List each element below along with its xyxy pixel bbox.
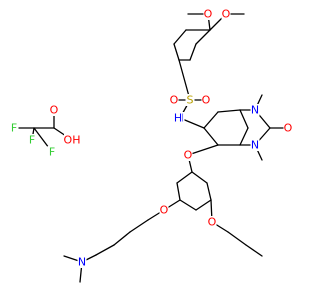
bond-A2-A3 bbox=[176, 182, 181, 201]
atom-label-O8: O bbox=[208, 216, 217, 229]
bond-B4-B5 bbox=[239, 127, 249, 146]
atom-label-N4: N bbox=[78, 256, 86, 269]
atom-label-bg bbox=[9, 122, 19, 134]
atom-label-F2: F bbox=[29, 134, 35, 147]
atom-label-bg bbox=[49, 104, 59, 116]
bond-A3-A4 bbox=[179, 199, 197, 211]
bond-B2-B3 bbox=[217, 109, 241, 113]
atom-label-F3: F bbox=[49, 146, 55, 159]
bond-C6-S1 bbox=[178, 59, 191, 101]
atom-label-bg bbox=[169, 94, 179, 106]
atom-label-O3: O bbox=[170, 94, 179, 107]
bond-Q2-Q3 bbox=[113, 231, 131, 246]
atom-label-bg bbox=[183, 149, 193, 161]
bond-B1-B2 bbox=[203, 111, 219, 129]
bond-A4-A5 bbox=[195, 199, 212, 211]
bond-C7-C5 bbox=[173, 29, 187, 45]
atom-label-O4: O bbox=[202, 94, 211, 107]
atom-label-bg bbox=[221, 8, 231, 20]
atom-label-bg bbox=[159, 204, 169, 216]
bond-B3-B4 bbox=[239, 109, 249, 129]
bond-C8-C3 bbox=[195, 29, 211, 45]
bond-B6-B1 bbox=[203, 127, 219, 146]
atom-label-N3: N bbox=[251, 139, 259, 152]
bond-B6-O6 bbox=[187, 144, 219, 156]
bond-C4-C8 bbox=[189, 43, 197, 61]
atom-label-O7: O bbox=[160, 204, 169, 217]
atom-label-bg bbox=[250, 104, 260, 116]
atom-label-bg bbox=[47, 146, 57, 158]
atom-label-bg bbox=[77, 256, 87, 268]
atom-label-bg bbox=[203, 8, 213, 20]
atom-label-O2: O bbox=[222, 8, 231, 21]
atom-label-O10: OH bbox=[64, 134, 81, 147]
bond-A5-A6 bbox=[206, 182, 212, 201]
atom-label-H1: H bbox=[174, 112, 182, 125]
atom-label-bg bbox=[185, 94, 195, 106]
atom-label-bg bbox=[207, 216, 217, 228]
atom-label-O1: O bbox=[204, 8, 213, 21]
atom-label-S1: S bbox=[187, 94, 194, 107]
bond-Q1-Q2 bbox=[129, 219, 149, 233]
bond-P2-P3 bbox=[245, 244, 263, 257]
bond-P1-P2 bbox=[227, 231, 247, 246]
atom-label-bg bbox=[27, 134, 37, 146]
atom-label-bg bbox=[283, 122, 293, 134]
bond-A6-A1 bbox=[191, 171, 208, 184]
atom-label-O5: O bbox=[284, 122, 293, 135]
atom-label-O9: O bbox=[50, 104, 59, 117]
atom-label-N2: N bbox=[251, 104, 259, 117]
bond-A1-A2 bbox=[176, 171, 193, 184]
atom-labels: OOSOONHNONOOONFFFOOH bbox=[9, 8, 293, 269]
atom-label-F1: F bbox=[11, 122, 17, 135]
atom-label-bg bbox=[201, 94, 211, 106]
atom-label-bg bbox=[173, 112, 183, 124]
atom-label-bg bbox=[250, 139, 260, 151]
molecule-structure-diagram: OOSOONHNONOOONFFFOOH bbox=[9, 8, 293, 283]
atom-label-O6: O bbox=[184, 149, 193, 162]
bond-Q3-Q4 bbox=[95, 244, 115, 256]
atom-label-bg bbox=[64, 134, 80, 146]
bond-C5-C6 bbox=[173, 43, 180, 61]
